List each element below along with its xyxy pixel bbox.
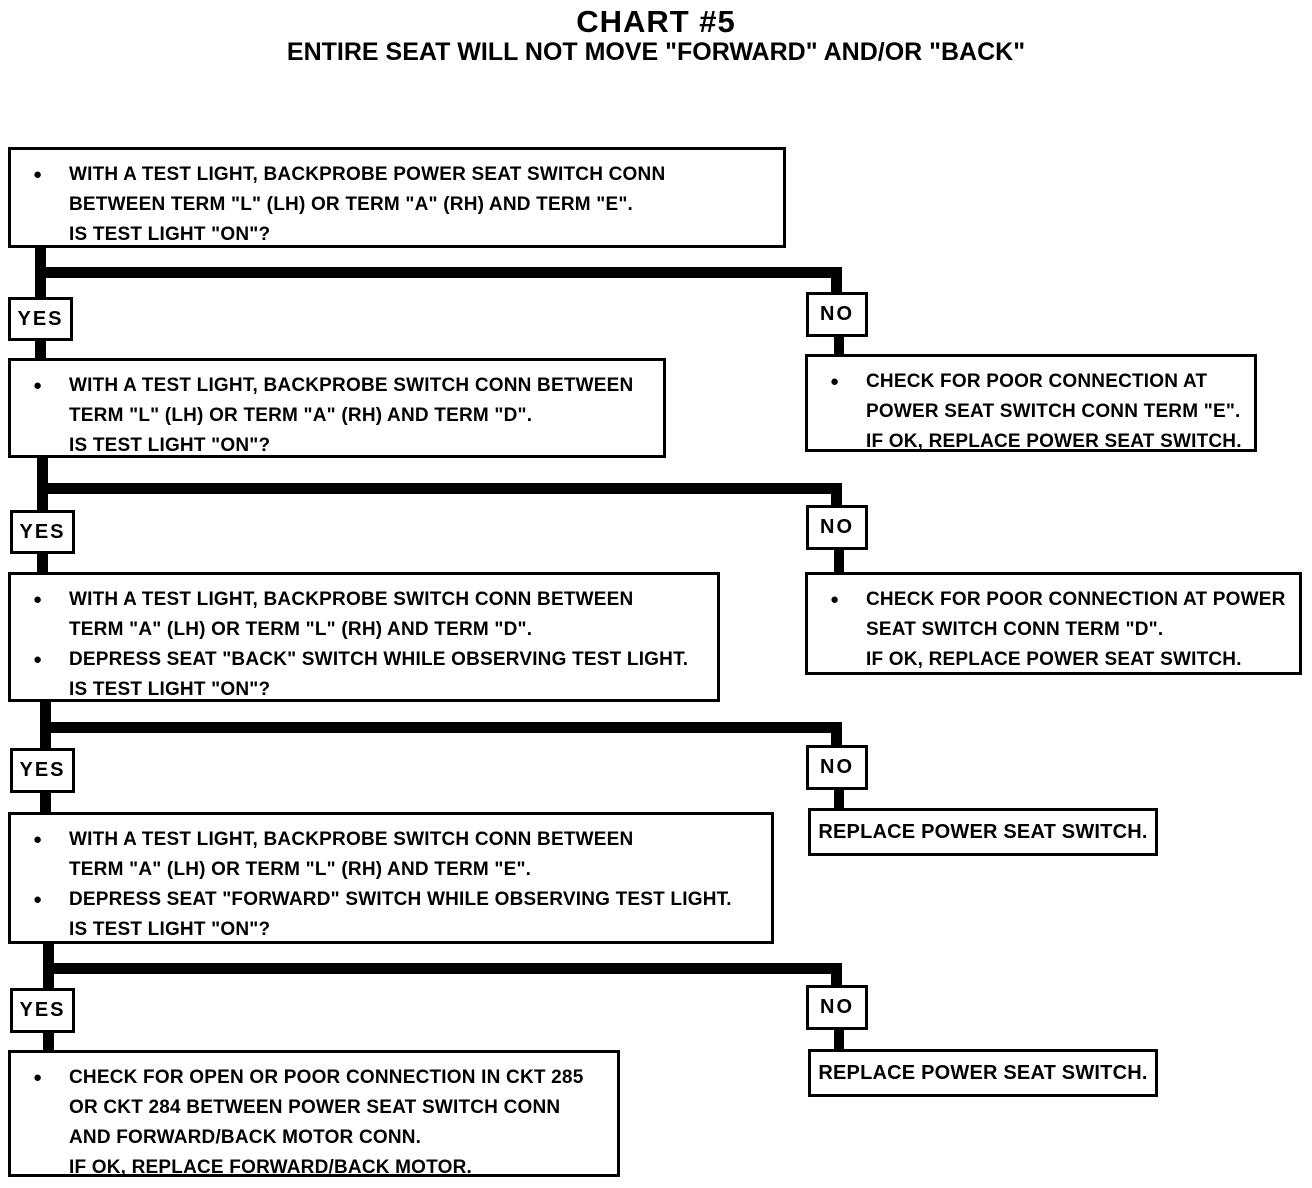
text-line: CHECK FOR POOR CONNECTION AT POWER	[866, 589, 1286, 610]
bullet-icon: ●	[33, 166, 43, 183]
no-label-2: NO	[806, 505, 868, 550]
connector-line	[831, 963, 842, 985]
bullet-item: ● CHECK FOR POOR CONNECTION AT POWER SEA…	[826, 367, 1248, 457]
text-line: DEPRESS SEAT "FORWARD" SWITCH WHILE OBSE…	[69, 889, 732, 910]
yes-label-2: YES	[10, 510, 75, 554]
action-box-final: ● CHECK FOR OPEN OR POOR CONNECTION IN C…	[8, 1050, 620, 1178]
yes-label-3: YES	[10, 748, 75, 793]
connector-line	[35, 267, 842, 278]
connector-line	[834, 337, 844, 354]
connector-line	[834, 1030, 844, 1049]
text-line: REPLACE POWER SEAT SWITCH.	[818, 1061, 1148, 1084]
bullet-item: ● CHECK FOR POOR CONNECTION AT POWER SEA…	[826, 585, 1293, 675]
bullet-item: ● WITH A TEST LIGHT, BACKPROBE SWITCH CO…	[29, 825, 765, 885]
no-text: NO	[820, 756, 854, 778]
connector-line	[834, 790, 844, 808]
text-line: WITH A TEST LIGHT, BACKPROBE SWITCH CONN…	[69, 829, 634, 850]
no-label-4: NO	[806, 985, 868, 1030]
bullet-icon: ●	[33, 651, 43, 668]
bullet-icon: ●	[830, 373, 840, 390]
connector-line	[35, 341, 46, 358]
text-line: CHECK FOR OPEN OR POOR CONNECTION IN CKT…	[69, 1067, 584, 1088]
connector-line	[834, 550, 844, 572]
text-line: WITH A TEST LIGHT, BACKPROBE SWITCH CONN…	[69, 375, 634, 396]
no-label-3: NO	[806, 745, 868, 790]
no-text: NO	[820, 996, 854, 1018]
bullet-icon: ●	[33, 831, 43, 848]
no-text: NO	[820, 516, 854, 538]
yes-text: YES	[19, 520, 66, 543]
action-box-no-2: ● CHECK FOR POOR CONNECTION AT POWER SEA…	[805, 572, 1302, 675]
text-line: IS TEST LIGHT "ON"?	[69, 224, 271, 245]
text-line: IS TEST LIGHT "ON"?	[69, 435, 271, 456]
yes-text: YES	[19, 999, 66, 1021]
decision-box-1: ● WITH A TEST LIGHT, BACKPROBE POWER SEA…	[8, 147, 786, 248]
text-line: CHECK FOR POOR CONNECTION AT	[866, 371, 1208, 392]
text-line: IF OK, REPLACE POWER SEAT SWITCH.	[866, 431, 1242, 452]
bullet-item: ● WITH A TEST LIGHT, BACKPROBE SWITCH CO…	[29, 371, 657, 461]
connector-line	[40, 722, 842, 733]
decision-box-4: ● WITH A TEST LIGHT, BACKPROBE SWITCH CO…	[8, 812, 774, 944]
bullet-icon: ●	[830, 591, 840, 608]
bullet-item: ● CHECK FOR OPEN OR POOR CONNECTION IN C…	[29, 1063, 611, 1183]
action-box-no-4: REPLACE POWER SEAT SWITCH.	[808, 1049, 1158, 1097]
action-box-no-1: ● CHECK FOR POOR CONNECTION AT POWER SEA…	[805, 354, 1257, 452]
bullet-icon: ●	[33, 891, 43, 908]
text-line: TERM "L" (LH) OR TERM "A" (RH) AND TERM …	[69, 405, 533, 426]
yes-text: YES	[17, 307, 64, 330]
connector-line	[37, 554, 48, 572]
text-line: IS TEST LIGHT "ON"?	[69, 919, 271, 940]
decision-box-3: ● WITH A TEST LIGHT, BACKPROBE SWITCH CO…	[8, 572, 720, 702]
connector-line	[37, 483, 842, 494]
bullet-icon: ●	[33, 591, 43, 608]
connector-line	[831, 722, 842, 745]
text-line: AND FORWARD/BACK MOTOR CONN.	[69, 1127, 422, 1148]
text-line: TERM "A" (LH) OR TERM "L" (RH) AND TERM …	[69, 859, 532, 880]
decision-box-2: ● WITH A TEST LIGHT, BACKPROBE SWITCH CO…	[8, 358, 666, 458]
connector-line	[40, 793, 51, 812]
text-line: OR CKT 284 BETWEEN POWER SEAT SWITCH CON…	[69, 1097, 561, 1118]
yes-text: YES	[19, 759, 66, 781]
text-line: WITH A TEST LIGHT, BACKPROBE POWER SEAT …	[69, 164, 666, 185]
bullet-icon: ●	[33, 1069, 43, 1086]
text-line: WITH A TEST LIGHT, BACKPROBE SWITCH CONN…	[69, 589, 634, 610]
text-line: BETWEEN TERM "L" (LH) OR TERM "A" (RH) A…	[69, 194, 634, 215]
text-line: POWER SEAT SWITCH CONN TERM "E".	[866, 401, 1241, 422]
connector-line	[831, 483, 842, 505]
connector-line	[43, 963, 842, 974]
text-line: IF OK, REPLACE FORWARD/BACK MOTOR.	[69, 1157, 472, 1178]
action-box-no-3: REPLACE POWER SEAT SWITCH.	[808, 808, 1158, 856]
text-line: SEAT SWITCH CONN TERM "D".	[866, 619, 1164, 640]
bullet-item: ● WITH A TEST LIGHT, BACKPROBE POWER SEA…	[29, 160, 777, 250]
connector-line	[831, 267, 842, 292]
chart-title: CHART #5	[576, 4, 736, 39]
bullet-item: ● DEPRESS SEAT "FORWARD" SWITCH WHILE OB…	[29, 885, 765, 945]
bullet-icon: ●	[33, 377, 43, 394]
no-label-1: NO	[806, 292, 868, 337]
connector-line	[43, 1033, 54, 1050]
text-line: IS TEST LIGHT "ON"?	[69, 679, 271, 700]
no-text: NO	[820, 303, 854, 325]
text-line: IF OK, REPLACE POWER SEAT SWITCH.	[866, 649, 1242, 670]
text-line: DEPRESS SEAT "BACK" SWITCH WHILE OBSERVI…	[69, 649, 689, 670]
chart-subtitle: ENTIRE SEAT WILL NOT MOVE "FORWARD" AND/…	[286, 38, 1026, 66]
yes-label-4: YES	[10, 988, 75, 1033]
text-line: TERM "A" (LH) OR TERM "L" (RH) AND TERM …	[69, 619, 533, 640]
bullet-item: ● WITH A TEST LIGHT, BACKPROBE SWITCH CO…	[29, 585, 711, 645]
text-line: REPLACE POWER SEAT SWITCH.	[818, 820, 1148, 843]
bullet-item: ● DEPRESS SEAT "BACK" SWITCH WHILE OBSER…	[29, 645, 711, 705]
yes-label-1: YES	[8, 297, 73, 341]
